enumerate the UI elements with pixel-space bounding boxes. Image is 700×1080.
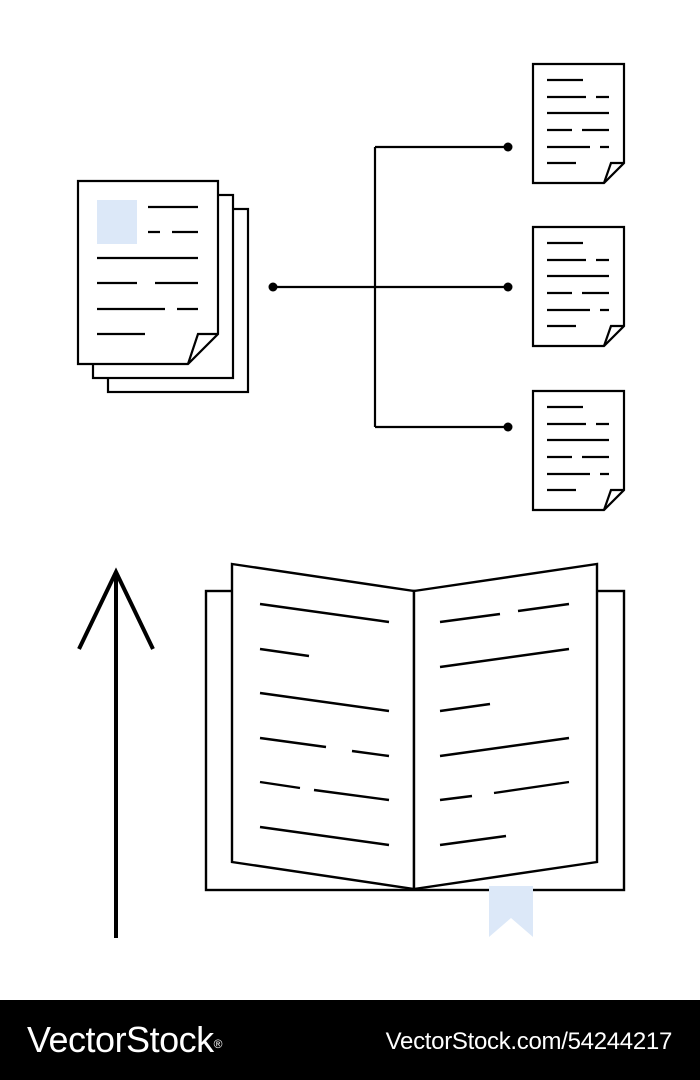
document-icon-bottom: [531, 389, 626, 512]
document-icon-top: [531, 62, 626, 185]
watermark-url-id: VectorStock.com/54244217: [385, 1028, 673, 1055]
illustration: [76, 62, 626, 938]
connector-node-source: [268, 282, 278, 292]
connector-node-top: [503, 142, 513, 152]
connector-node-bottom: [503, 422, 513, 432]
book-left-text-lines: [259, 602, 390, 847]
watermark-brand-name: VectorStock: [27, 1019, 214, 1060]
up-arrow-icon: [77, 567, 155, 938]
book-page-right: [412, 562, 599, 891]
branch-connector-icon: [268, 142, 513, 432]
bookmark-icon: [489, 886, 533, 937]
registered-mark: ®: [213, 1037, 223, 1051]
open-book-icon: [204, 562, 626, 937]
stack-sheet-fold: [186, 332, 218, 365]
document-icon-middle: [531, 225, 626, 348]
arrow-head: [77, 567, 155, 650]
watermark-brand: VectorStock®: [27, 1018, 222, 1062]
stack-text-lines: [97, 205, 198, 336]
connector-node-middle: [503, 282, 513, 292]
document-stack-icon: [76, 179, 250, 394]
book-right-text-lines: [439, 602, 570, 847]
watermark-bar: VectorStock® VectorStock.com/54244217: [0, 1000, 700, 1080]
stack-thumbnail: [97, 200, 137, 244]
